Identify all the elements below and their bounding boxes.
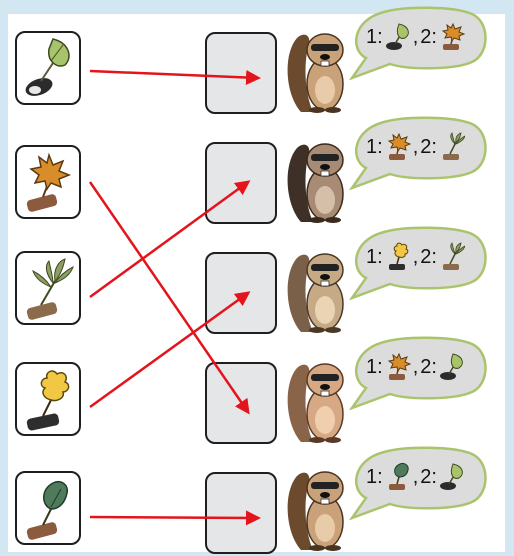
- choice-label-2: 2:: [420, 25, 437, 48]
- choice-label-2: 2:: [420, 355, 437, 378]
- answer-slot-4[interactable]: [205, 362, 277, 444]
- speech-bubble-3: 1: , 2:: [344, 226, 492, 300]
- leaf-card-3[interactable]: [15, 251, 81, 325]
- beaver-icon: [287, 363, 344, 443]
- willow-leaf-icon: [442, 132, 465, 160]
- willow-leaf-icon: [26, 258, 74, 320]
- willow-leaf-icon: [442, 242, 465, 270]
- answer-slot-2[interactable]: [205, 142, 277, 224]
- beaver-icon: [287, 33, 344, 113]
- answer-slot-5[interactable]: [205, 472, 277, 554]
- maple-leaf-icon: [441, 22, 465, 50]
- answer-slot-3[interactable]: [205, 252, 277, 334]
- leaf-card-2[interactable]: [15, 145, 81, 219]
- linden-leaf-icon: [388, 463, 409, 490]
- answer-slot-1[interactable]: [205, 32, 277, 114]
- beaver-5: [283, 462, 353, 554]
- maple-leaf-icon: [387, 132, 411, 160]
- beaver-icon: [287, 143, 344, 223]
- beaver-icon: [287, 253, 344, 333]
- maple-leaf-icon: [26, 152, 72, 212]
- choice-label-1: 1:: [366, 135, 383, 158]
- birch-leaf-icon: [439, 463, 463, 490]
- linden-leaf-icon: [26, 481, 69, 540]
- beaver-4: [283, 354, 353, 446]
- choice-label-1: 1:: [366, 25, 383, 48]
- speech-bubble-5: 1: , 2:: [344, 446, 492, 520]
- oak-leaf-icon: [388, 242, 408, 270]
- beaver-2: [283, 134, 353, 226]
- oak-leaf-icon: [26, 370, 70, 431]
- choice-label-1: 1:: [366, 465, 383, 488]
- choice-label-2: 2:: [420, 465, 437, 488]
- leaf-card-1[interactable]: [15, 31, 81, 105]
- beaver-1: [283, 24, 353, 116]
- birch-leaf-icon: [439, 353, 463, 380]
- speech-bubble-4: 1: , 2:: [344, 336, 492, 410]
- choice-separator: ,: [412, 135, 419, 158]
- birch-leaf-icon: [385, 23, 409, 50]
- choice-label-2: 2:: [420, 135, 437, 158]
- choice-label-2: 2:: [420, 245, 437, 268]
- choice-separator: ,: [412, 245, 419, 268]
- maple-leaf-icon: [387, 352, 411, 380]
- leaf-card-5[interactable]: [15, 471, 81, 545]
- beaver-icon: [287, 471, 344, 551]
- choice-separator: ,: [412, 465, 419, 488]
- choice-label-1: 1:: [366, 245, 383, 268]
- choice-separator: ,: [412, 355, 419, 378]
- leaf-card-4[interactable]: [15, 362, 81, 436]
- choice-label-1: 1:: [366, 355, 383, 378]
- speech-bubble-2: 1: , 2:: [344, 116, 492, 190]
- beaver-3: [283, 244, 353, 336]
- birch-leaf-icon: [25, 38, 70, 96]
- speech-bubble-1: 1: , 2:: [344, 6, 492, 80]
- choice-separator: ,: [412, 25, 419, 48]
